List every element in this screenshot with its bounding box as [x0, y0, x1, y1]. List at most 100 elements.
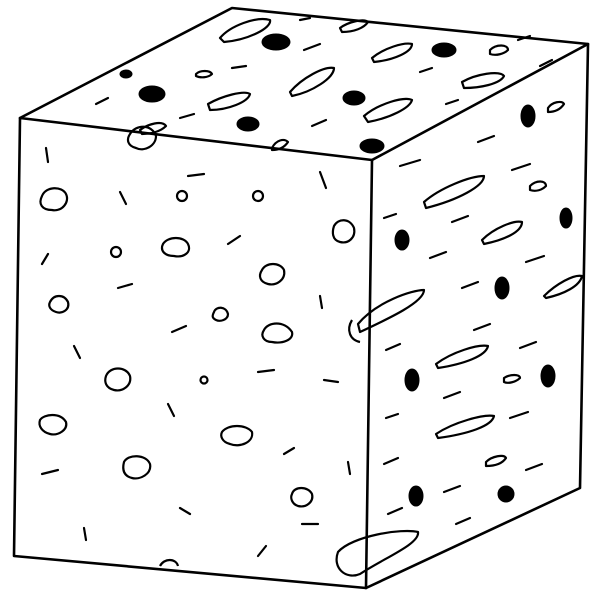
crack-mark — [120, 192, 126, 204]
crack-mark — [304, 44, 320, 50]
top-face-back-edges — [20, 8, 588, 160]
crack-mark — [462, 282, 478, 288]
crack-mark — [446, 100, 458, 104]
elongated-inclusion — [372, 44, 412, 62]
dark-inclusion — [405, 369, 419, 391]
dark-inclusion — [395, 230, 409, 250]
elongated-inclusion — [482, 222, 522, 244]
pore-outline — [221, 426, 252, 445]
elongated-inclusion — [364, 99, 412, 122]
crack-mark — [42, 470, 58, 474]
crack-mark — [384, 214, 396, 218]
crack-mark — [510, 412, 528, 418]
pore-outline — [123, 456, 150, 478]
elongated-inclusion — [544, 276, 582, 298]
crack-mark — [512, 164, 530, 170]
crack-mark — [74, 346, 80, 358]
front-face-dashes — [42, 148, 350, 556]
crack-mark — [478, 136, 494, 142]
dark-inclusion — [120, 70, 132, 78]
crack-mark — [444, 486, 460, 492]
pore-outline — [201, 377, 208, 384]
crack-mark — [388, 508, 402, 514]
pore-outline — [260, 264, 284, 284]
top-face-inclusions — [120, 19, 508, 153]
elongated-inclusion — [436, 416, 494, 438]
pore-outline — [162, 238, 189, 256]
elongated-inclusion — [504, 375, 520, 383]
elongated-inclusion — [486, 456, 506, 466]
crack-mark — [284, 448, 294, 454]
pore-outline — [160, 560, 178, 566]
crack-mark — [452, 216, 468, 222]
crack-mark — [312, 120, 326, 126]
crack-mark — [456, 518, 470, 524]
crack-mark — [180, 508, 190, 514]
dark-inclusion — [343, 91, 365, 105]
crack-mark — [520, 342, 536, 348]
pore-outline — [49, 296, 68, 313]
dark-inclusion — [495, 277, 509, 299]
elongated-inclusion — [436, 346, 488, 368]
crack-mark — [118, 284, 132, 288]
dark-inclusion — [262, 34, 290, 50]
crack-mark — [324, 380, 338, 382]
crack-mark — [320, 296, 322, 308]
crack-mark — [400, 160, 420, 166]
crack-mark — [420, 68, 432, 72]
pore-outline — [177, 191, 187, 201]
crack-mark — [430, 252, 446, 258]
elongated-inclusion — [208, 93, 250, 110]
crack-mark — [386, 344, 400, 350]
elongated-inclusion — [290, 68, 334, 96]
crack-mark — [84, 528, 86, 540]
pore-outline — [213, 308, 228, 321]
crack-mark — [526, 464, 542, 470]
crack-mark — [172, 326, 186, 332]
pore-outline — [40, 188, 67, 210]
crack-mark — [232, 66, 246, 68]
pore-outline — [291, 488, 312, 506]
elongated-inclusion — [490, 46, 508, 55]
pore-outline — [111, 247, 121, 257]
front-face-inclusions — [39, 127, 360, 566]
crack-mark — [526, 256, 544, 262]
pore-outline — [262, 324, 292, 343]
elongated-inclusion — [196, 71, 212, 77]
crack-mark — [386, 414, 398, 418]
pore-outline — [253, 191, 263, 201]
dark-inclusion — [521, 105, 535, 127]
right-face-back-edges — [366, 44, 588, 588]
crack-mark — [46, 148, 48, 162]
crack-mark — [348, 462, 350, 474]
crack-mark — [188, 174, 204, 176]
elongated-inclusion — [220, 19, 270, 42]
dark-inclusion — [560, 208, 572, 228]
crack-mark — [96, 98, 108, 104]
dark-inclusion — [237, 117, 259, 131]
pore-outline — [333, 220, 354, 242]
elongated-inclusion — [358, 290, 424, 332]
front-face-outline — [14, 118, 372, 588]
pore-outline — [128, 127, 156, 150]
dark-inclusion — [541, 365, 555, 387]
dark-inclusion — [139, 86, 165, 102]
crack-mark — [444, 392, 460, 398]
dark-inclusion — [409, 486, 423, 506]
crack-mark — [180, 114, 194, 118]
elongated-inclusion — [530, 182, 546, 191]
crack-mark — [228, 236, 240, 244]
dark-inclusion — [498, 486, 514, 502]
crack-mark — [300, 18, 310, 20]
crack-mark — [42, 254, 48, 264]
pore-outline — [39, 415, 66, 434]
elongated-inclusion — [462, 73, 504, 88]
crack-mark — [258, 370, 274, 372]
crack-mark — [474, 324, 490, 330]
pore-outline — [105, 369, 130, 391]
crack-mark — [384, 458, 398, 464]
crack-mark — [258, 546, 266, 556]
elongated-inclusion — [424, 176, 484, 208]
